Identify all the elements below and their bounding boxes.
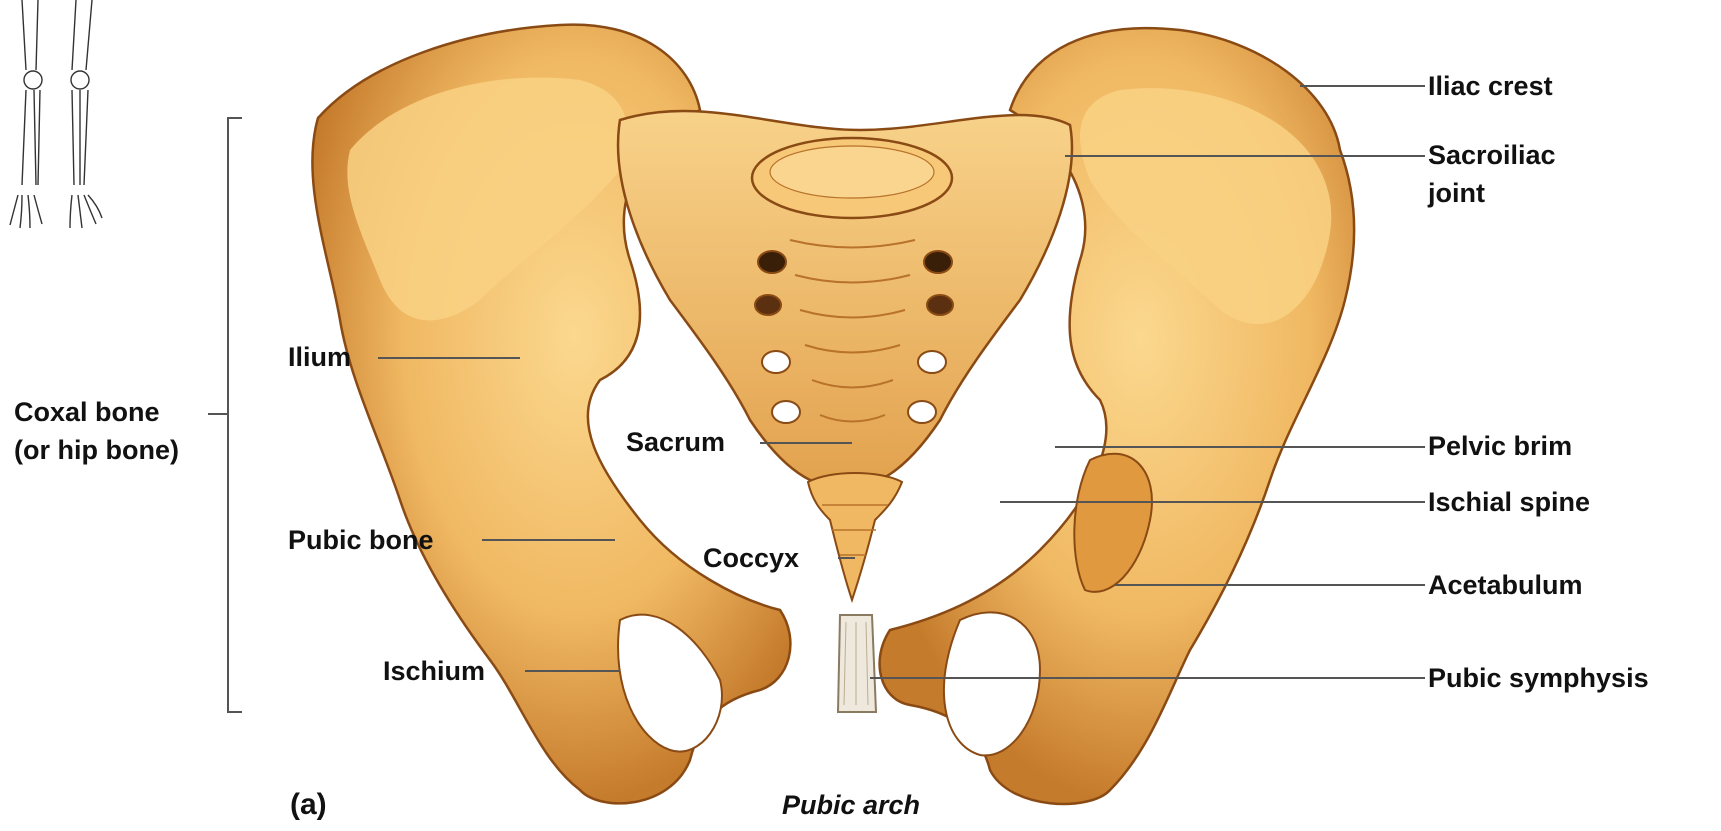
label-coccyx: Coccyx	[703, 541, 799, 575]
coxal-bracket	[228, 118, 242, 712]
label-joint: joint	[1428, 176, 1485, 210]
label-pubic-bone: Pubic bone	[288, 523, 434, 557]
label-pubic-symphysis: Pubic symphysis	[1428, 661, 1649, 695]
label-acetabulum: Acetabulum	[1428, 568, 1583, 602]
label-ischial-spine: Ischial spine	[1428, 485, 1590, 519]
label-coxal-bone: Coxal bone	[14, 395, 160, 429]
label-sacroiliac: Sacroiliac	[1428, 138, 1556, 172]
panel-label: (a)	[290, 788, 327, 822]
leg-skeleton-thumbnail	[10, 0, 102, 228]
label-iliac-crest: Iliac crest	[1428, 69, 1553, 103]
label-pelvic-brim: Pelvic brim	[1428, 429, 1572, 463]
label-sacrum: Sacrum	[626, 425, 725, 459]
label-ischium: Ischium	[383, 654, 485, 688]
label-or-hip-bone: (or hip bone)	[14, 433, 179, 467]
label-ilium: Ilium	[288, 340, 351, 374]
caption-pubic-arch: Pubic arch	[782, 788, 920, 822]
